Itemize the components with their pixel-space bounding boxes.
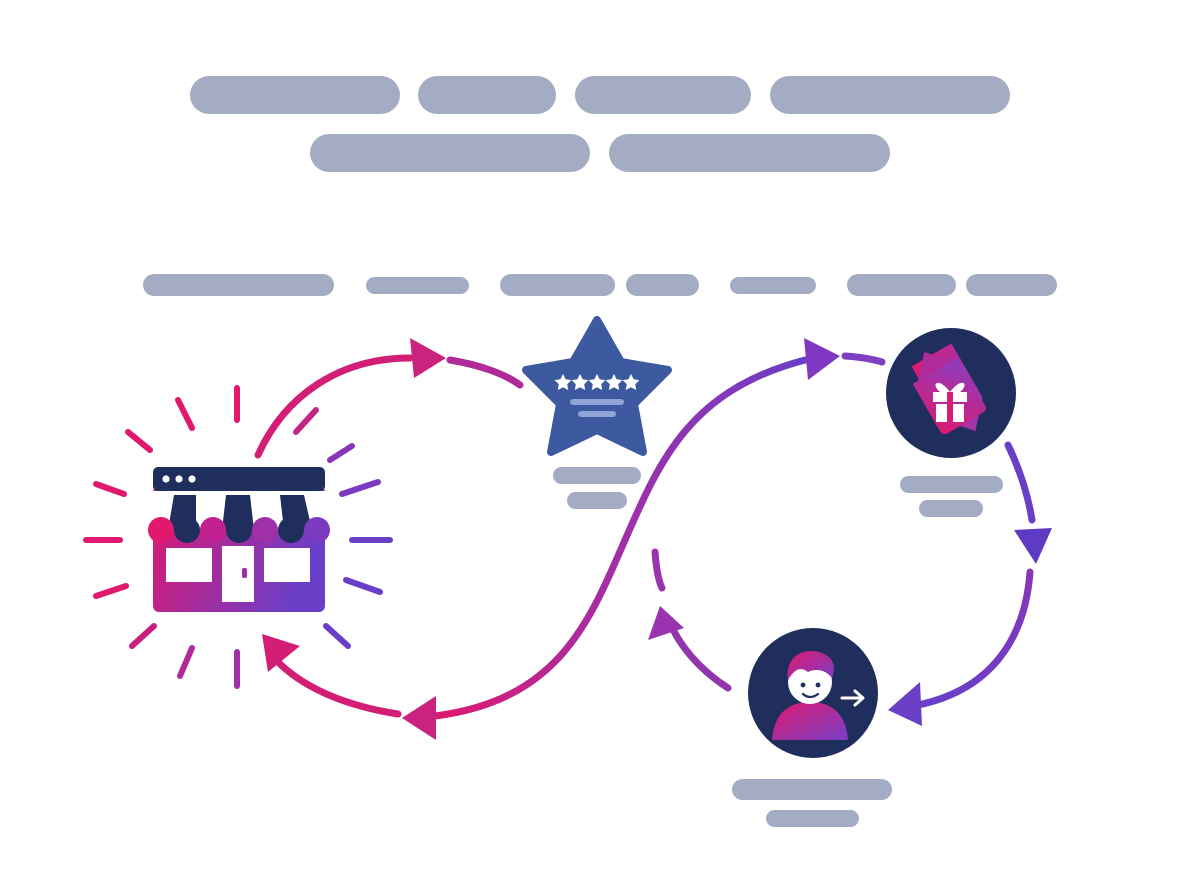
gift-tag-node (886, 328, 1016, 517)
subtitle-placeholder (143, 274, 1057, 296)
arc-storefront-to-review-tail (446, 356, 524, 389)
arrowhead-to-storefront (262, 634, 300, 672)
gift-box-icon (933, 382, 967, 422)
arrowhead-bottom-left (402, 696, 436, 740)
arrowhead-to-gift-tag (804, 338, 840, 380)
burst-rays (83, 385, 393, 689)
review-node (522, 316, 672, 509)
arrowhead-to-review (410, 338, 446, 378)
s-curve-tail (841, 352, 886, 366)
arc-to-storefront-bottom (272, 656, 402, 718)
user-referral-icon (772, 651, 865, 740)
arc-gift-to-down (1004, 441, 1036, 524)
review-caption-line-1 (553, 467, 641, 484)
arrowhead-to-referral (888, 682, 922, 726)
referral-node (732, 628, 892, 827)
gift-caption-line-2 (919, 500, 983, 517)
arc-right-to-referral (914, 568, 1034, 709)
s-curve-center (431, 356, 809, 720)
referral-caption-line-1 (732, 779, 892, 800)
flow-arrows (254, 338, 1052, 740)
arrowhead-down-right (1014, 528, 1052, 564)
arrowhead-up-inner (648, 606, 684, 640)
storefront-node (83, 385, 393, 689)
review-caption-line-2 (567, 492, 627, 509)
title-placeholder (190, 76, 1010, 172)
arc-inner-upper (651, 548, 666, 592)
rating-stars (554, 374, 640, 390)
arc-storefront-to-review (254, 354, 414, 459)
referral-caption-line-2 (766, 810, 859, 827)
storefront-icon (142, 467, 336, 612)
gift-caption-line-1 (900, 476, 1003, 493)
